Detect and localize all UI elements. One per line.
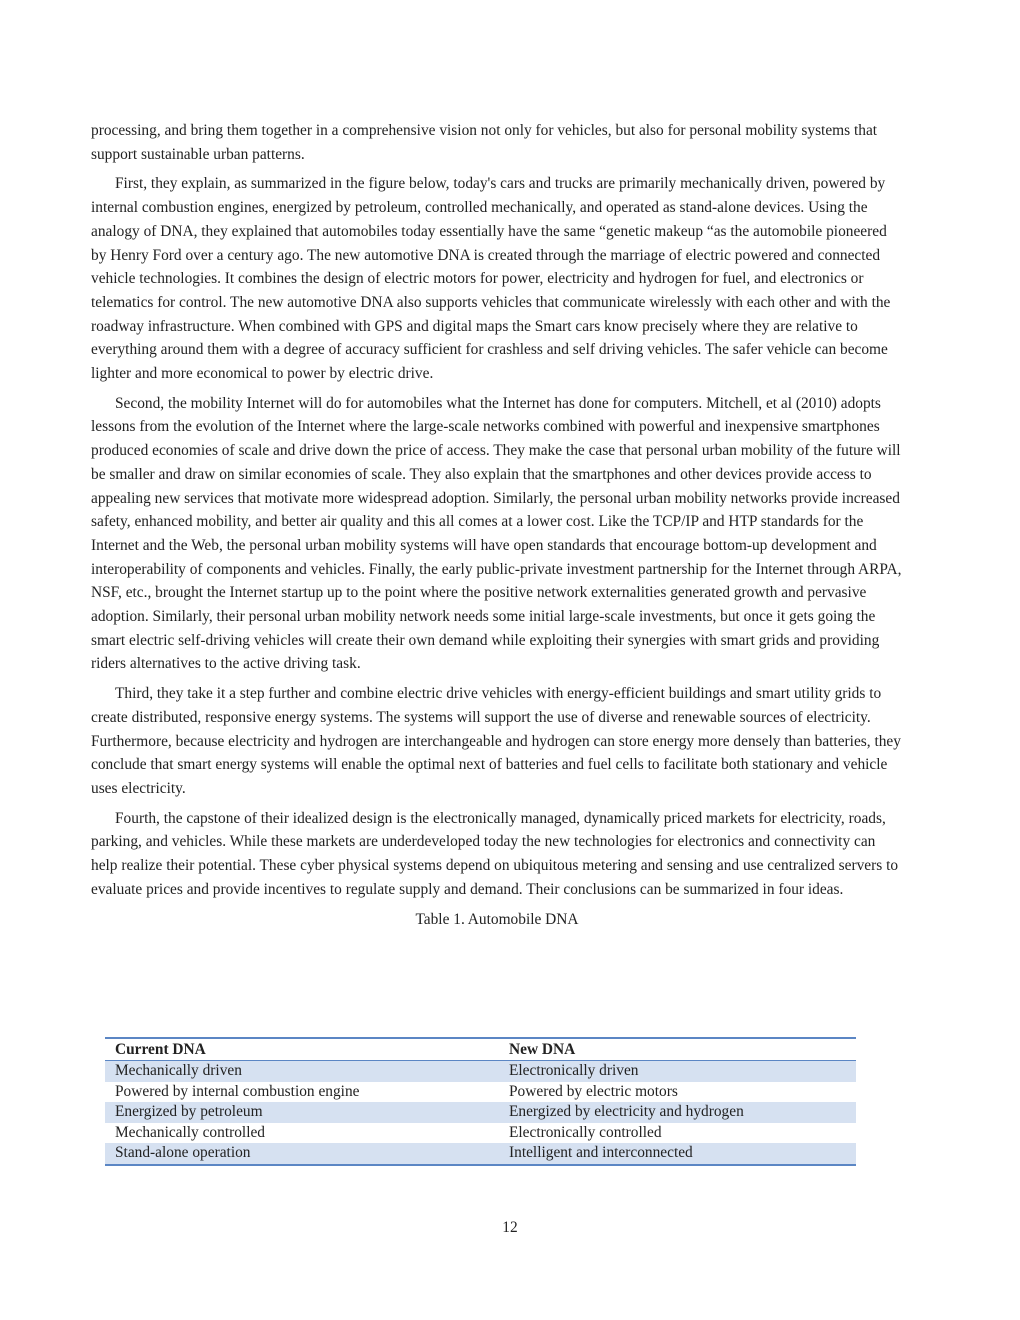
table-row: Mechanically driven Electronically drive…	[105, 1060, 856, 1082]
table-cell: Energized by electricity and hydrogen	[509, 1103, 744, 1121]
paragraph-third: Third, they take it a step further and c…	[91, 685, 901, 797]
table-caption: Table 1. Automobile DNA	[415, 910, 579, 928]
table-row: Powered by internal combustion engine Po…	[105, 1082, 856, 1103]
paragraph-continuation: processing, and bring them together in a…	[91, 122, 878, 163]
table-cell: Electronically driven	[509, 1062, 639, 1079]
table-cell: Mechanically driven	[115, 1062, 242, 1079]
table-cell: Intelligent and interconnected	[509, 1144, 693, 1162]
paragraph-fourth: Fourth, the capstone of their idealized …	[91, 809, 899, 898]
table-row: Mechanically controlled Electronically c…	[105, 1123, 856, 1144]
table-cell: Stand-alone operation	[115, 1144, 251, 1162]
table-header-row: Current DNA New DNA	[105, 1038, 856, 1061]
column-header-new: New DNA	[509, 1041, 576, 1058]
table-row: Energized by petroleum Energized by elec…	[105, 1102, 856, 1123]
automobile-dna-table: Current DNA New DNA Mechanically driven …	[105, 1037, 856, 1166]
page-number: 12	[502, 1219, 518, 1236]
table-cell: Powered by electric motors	[509, 1082, 678, 1100]
table-cell: Electronically controlled	[509, 1123, 662, 1141]
paragraph-first: First, they explain, as summarized in th…	[91, 175, 891, 383]
document-body: processing, and bring them together in a…	[91, 119, 903, 931]
column-header-current: Current DNA	[115, 1041, 206, 1058]
table-cell: Powered by internal combustion engine	[115, 1082, 360, 1100]
paragraph-second: Second, the mobility Internet will do fo…	[91, 394, 902, 673]
table-cell: Mechanically controlled	[115, 1123, 265, 1141]
table-cell: Energized by petroleum	[115, 1103, 263, 1121]
table-row: Stand-alone operation Intelligent and in…	[105, 1143, 856, 1165]
